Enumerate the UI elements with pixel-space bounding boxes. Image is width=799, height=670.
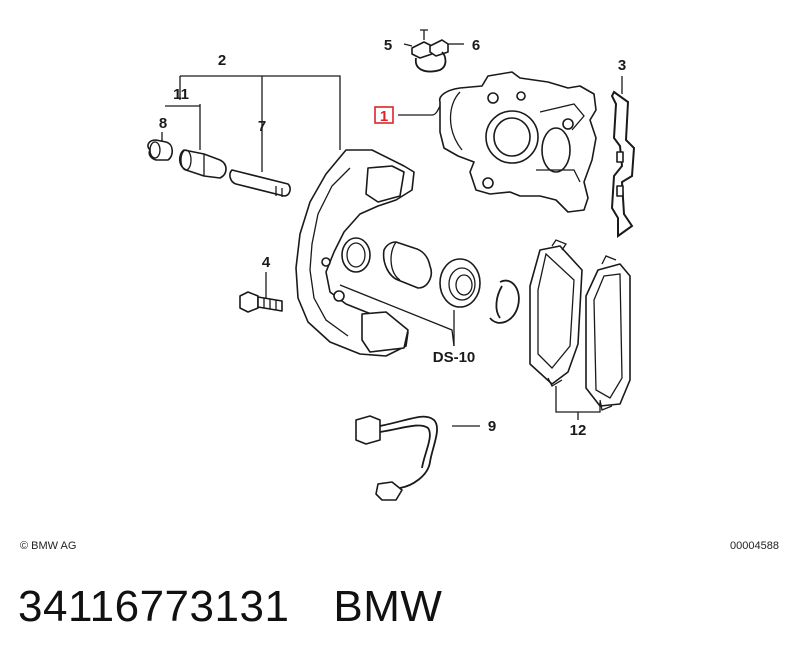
callout-6: 6 [472,37,480,54]
leader-lines [161,43,623,427]
callout-9: 9 [488,418,496,435]
part-7-guide-pin[interactable] [229,169,291,197]
part-11-guide-bush[interactable] [178,149,227,179]
part-5-bleeder-screw[interactable] [411,29,433,59]
drawing-number: 00004588 [730,540,779,552]
part-3-anti-rattle-spring[interactable] [610,90,636,238]
part-12-brake-pad-inner[interactable] [529,239,583,387]
callout-ds-10: DS-10 [433,349,476,366]
callout-8: 8 [159,115,167,132]
copyright-notice: © BMW AG [20,540,77,552]
part-number: 34116773131 [18,582,290,631]
brake-piston[interactable] [382,241,433,289]
callout-12: 12 [570,422,587,439]
part-1-caliper-housing[interactable] [438,71,597,213]
brand-name: BMW [333,582,443,631]
brake-caliper-exploded-diagram: 2 11 7 8 5 6 3 4 DS-10 9 12 1 [147,29,636,501]
part-12-brake-pad-outer[interactable] [585,255,631,411]
callout-1-highlight-box [374,106,394,124]
part-8-protective-cap[interactable] [147,139,174,161]
part-4-guide-bolt[interactable] [239,291,283,313]
piston-seal-ring[interactable] [341,237,371,273]
part-9-brake-wear-sensor[interactable] [355,415,438,501]
callout-3: 3 [618,57,626,74]
callout-7: 7 [258,118,266,135]
ds-10-piston-dust-boot[interactable] [439,258,481,308]
retaining-ring[interactable] [489,279,520,324]
part-2-caliper-carrier[interactable] [295,149,415,357]
callout-5: 5 [384,37,392,54]
part-number-heading: 34116773131 BMW [18,582,442,632]
callout-1: 1 [380,108,388,125]
callout-4: 4 [262,254,271,271]
part-6-dust-cap[interactable] [414,39,449,73]
callout-2: 2 [218,52,226,69]
callout-11: 11 [173,86,189,103]
